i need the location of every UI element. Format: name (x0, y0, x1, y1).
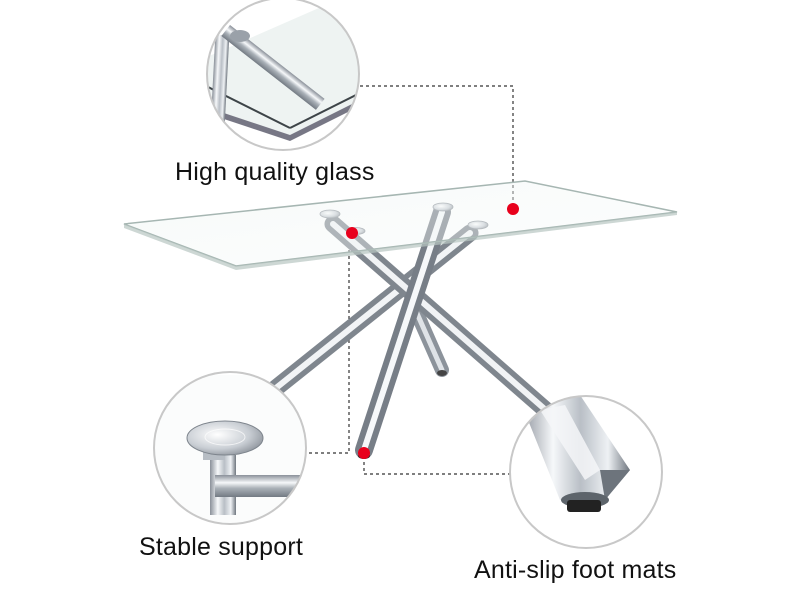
markers (346, 203, 519, 459)
leader-lines (303, 85, 519, 475)
glass-tabletop (123, 180, 678, 270)
detail-glass-circle (206, 0, 360, 151)
label-stable-support: Stable support (139, 533, 304, 561)
label-high-quality-glass: High quality glass (175, 158, 375, 186)
leader-feet (363, 456, 519, 475)
leader-glass (360, 85, 514, 205)
label-anti-slip-foot-mats: Anti-slip foot mats (474, 556, 677, 584)
marker-feet (358, 447, 370, 459)
detail-foot-circle (509, 395, 663, 549)
detail-support-circle (153, 371, 307, 525)
marker-support (346, 227, 358, 239)
marker-glass (507, 203, 519, 215)
